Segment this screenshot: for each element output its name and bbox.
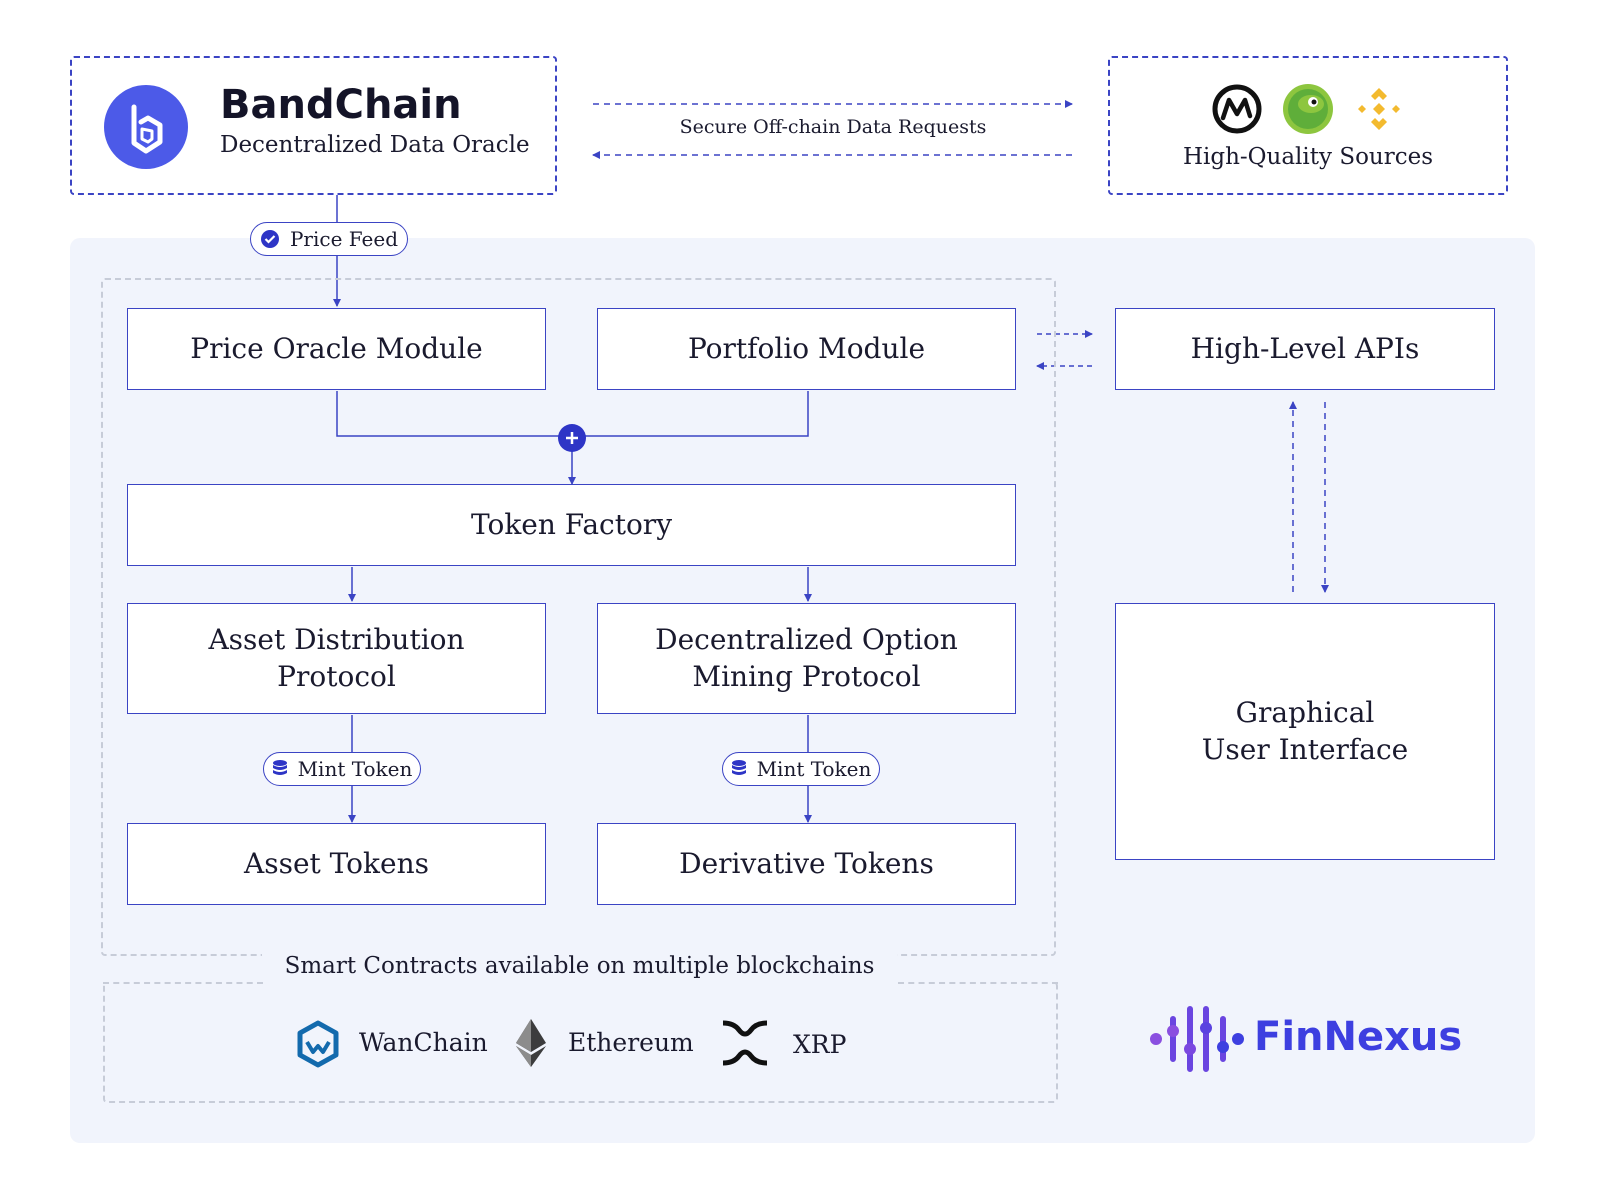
mint-token-pill-asset: Mint Token xyxy=(263,752,421,786)
bandchain-subtitle: Decentralized Data Oracle xyxy=(220,132,530,158)
asset-distribution-line1: Asset Distribution xyxy=(208,623,465,657)
binance-icon xyxy=(1352,82,1406,136)
price-oracle-module: Price Oracle Module xyxy=(127,308,546,390)
asset-distribution-protocol: Asset Distribution Protocol xyxy=(127,603,546,714)
finnexus-brand-name: FinNexus xyxy=(1254,1014,1463,1060)
option-mining-line1: Decentralized Option xyxy=(655,623,958,657)
chain-name-wanchain: WanChain xyxy=(359,1028,488,1057)
price-feed-label: Price Feed xyxy=(289,227,399,251)
graphical-user-interface: Graphical User Interface xyxy=(1115,603,1495,860)
ethereum-icon xyxy=(515,1018,547,1068)
chain-name-xrp: XRP xyxy=(793,1030,847,1059)
high-level-apis: High-Level APIs xyxy=(1115,308,1495,390)
chains-box xyxy=(103,982,1058,1103)
mint-token-label: Mint Token xyxy=(756,757,872,781)
option-mining-protocol: Decentralized Option Mining Protocol xyxy=(597,603,1016,714)
database-icon xyxy=(731,759,747,779)
wanchain-icon xyxy=(296,1020,340,1068)
check-circle-icon xyxy=(260,229,280,249)
derivative-tokens: Derivative Tokens xyxy=(597,823,1016,905)
sources-label: High-Quality Sources xyxy=(1182,144,1434,170)
sources-box: High-Quality Sources xyxy=(1108,56,1508,195)
mint-token-pill-derivative: Mint Token xyxy=(722,752,880,786)
bandchain-box: BandChain Decentralized Data Oracle xyxy=(70,56,557,195)
database-icon xyxy=(272,759,288,779)
requests-label: Secure Off-chain Data Requests xyxy=(679,116,987,138)
bandchain-title: BandChain xyxy=(220,82,462,128)
finnexus-logo-icon xyxy=(1148,1004,1248,1074)
price-feed-pill: Price Feed xyxy=(250,222,408,256)
token-factory: Token Factory xyxy=(127,484,1016,566)
smart-contracts-label: Smart Contracts available on multiple bl… xyxy=(262,951,897,981)
coingecko-icon xyxy=(1281,82,1335,136)
chains-box-top-right xyxy=(898,982,1058,984)
asset-tokens: Asset Tokens xyxy=(127,823,546,905)
asset-distribution-line2: Protocol xyxy=(277,659,396,693)
chains-box-top-left xyxy=(103,982,263,984)
gui-line2: User Interface xyxy=(1201,732,1409,766)
option-mining-line2: Mining Protocol xyxy=(692,659,921,693)
chain-name-ethereum: Ethereum xyxy=(568,1028,694,1057)
mint-token-label: Mint Token xyxy=(297,757,413,781)
coinmarketcap-icon xyxy=(1210,82,1264,136)
xrp-icon xyxy=(720,1020,770,1066)
bandchain-logo-icon xyxy=(104,85,188,169)
portfolio-module: Portfolio Module xyxy=(597,308,1016,390)
gui-line1: Graphical xyxy=(1235,696,1375,730)
